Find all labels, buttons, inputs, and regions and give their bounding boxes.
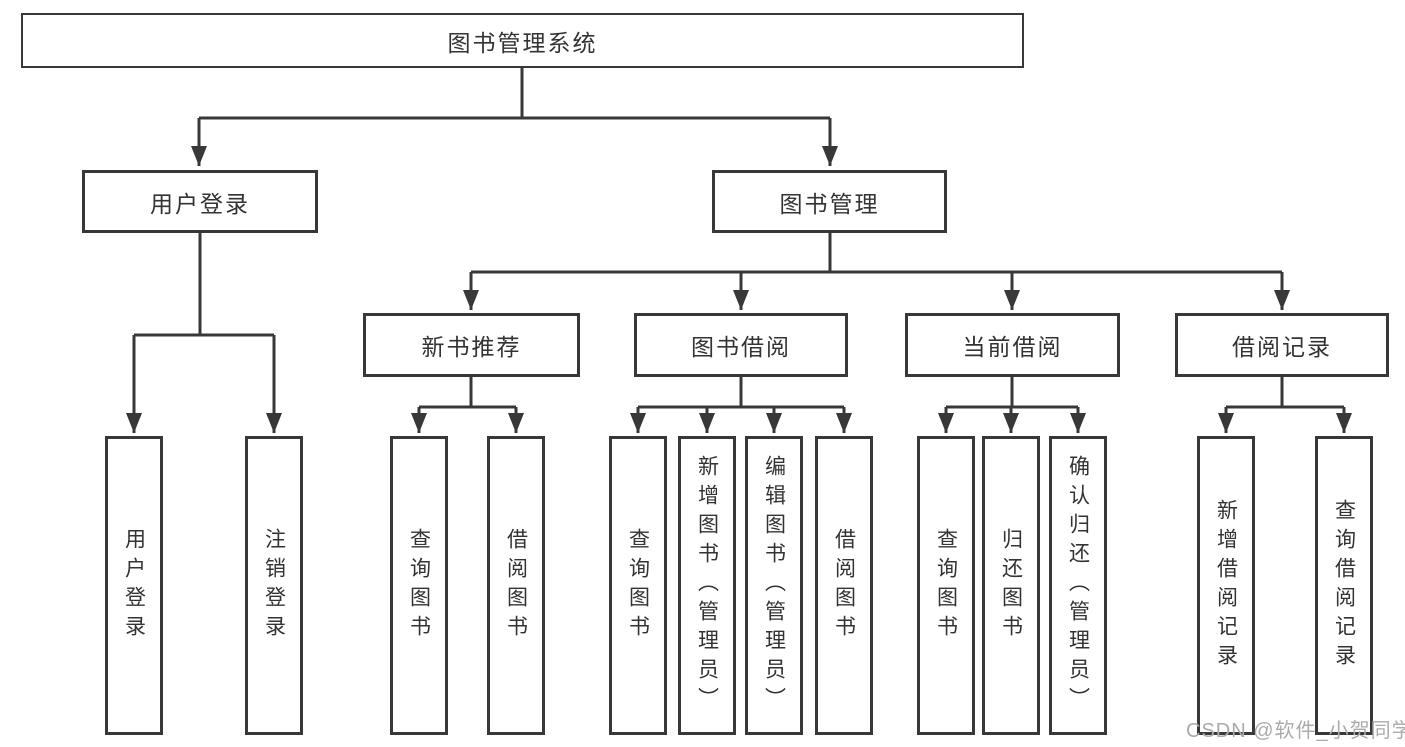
leaf-query-books-recommend: 查询图书 xyxy=(390,436,448,735)
node-current-borrow: 当前借阅 xyxy=(905,313,1120,377)
leaf-edit-book-admin: 编辑图书（管理员） xyxy=(745,436,803,735)
leaf-query-books-borrow: 查询图书 xyxy=(609,436,667,735)
leaf-borrow-books: 借阅图书 xyxy=(815,436,873,735)
node-root: 图书管理系统 xyxy=(21,13,1024,68)
csdn-watermark: CSDN @软件_小贺同学 xyxy=(1186,720,1405,742)
node-book-management: 图书管理 xyxy=(712,170,947,233)
node-user-login: 用户登录 xyxy=(82,170,318,233)
leaf-logout: 注销登录 xyxy=(245,436,303,735)
leaf-user-login: 用户登录 xyxy=(105,436,163,735)
node-book-borrow: 图书借阅 xyxy=(634,313,848,377)
leaf-query-borrow-record: 查询借阅记录 xyxy=(1315,436,1373,735)
leaf-add-borrow-record: 新增借阅记录 xyxy=(1197,436,1255,735)
leaf-borrow-books-recommend: 借阅图书 xyxy=(487,436,545,735)
leaf-add-book-admin: 新增图书（管理员） xyxy=(678,436,736,735)
leaf-return-book: 归还图书 xyxy=(982,436,1040,735)
node-new-book-recommend: 新书推荐 xyxy=(363,313,580,377)
leaf-confirm-return-admin: 确认归还（管理员） xyxy=(1049,436,1107,735)
node-borrow-records: 借阅记录 xyxy=(1175,313,1389,377)
leaf-query-books-current: 查询图书 xyxy=(917,436,975,735)
